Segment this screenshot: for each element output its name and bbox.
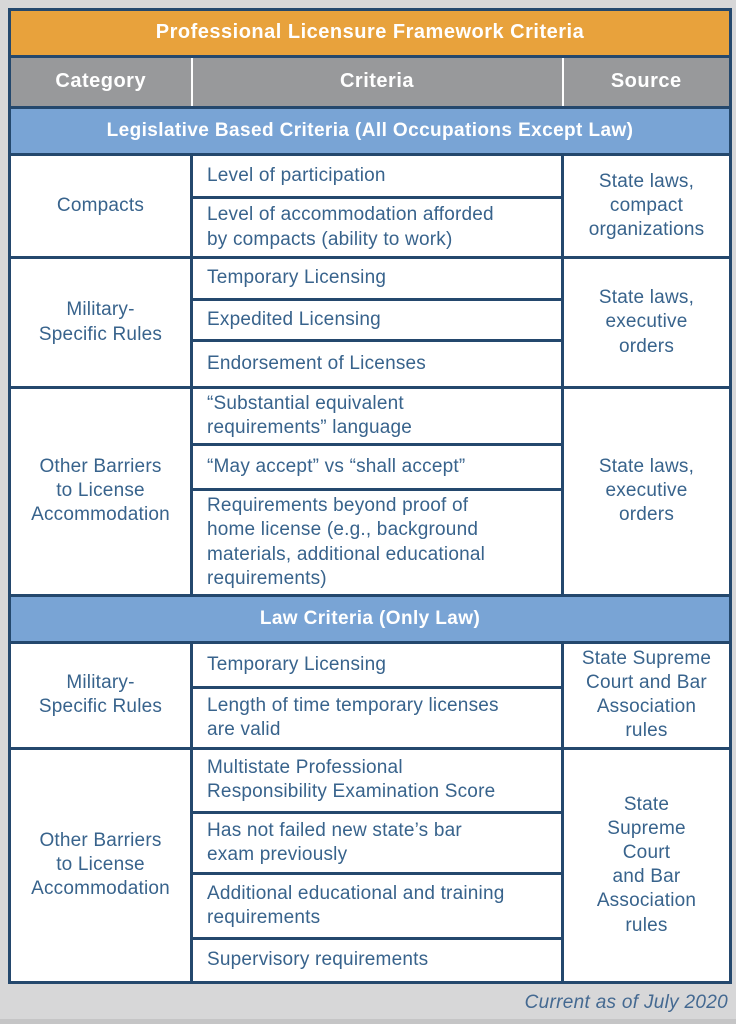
criteria-cell: Additional educational and training requ…	[190, 871, 564, 940]
table-row: Has not failed new state’s bar exam prev…	[10, 810, 731, 875]
criteria-cell: Level of participation	[190, 153, 564, 199]
licensure-framework-table: Professional Licensure Framework Criteri…	[8, 8, 732, 984]
criteria-cell: Requirements beyond proof of home licens…	[190, 488, 564, 597]
page-bottom-edge	[0, 1019, 736, 1024]
table-row: Additional educational and training requ…	[10, 871, 731, 940]
column-header-category: Category	[8, 55, 193, 109]
category-cell-military-specific-rules: Military- Specific Rules	[8, 640, 193, 750]
category-cell-other-barriers: Other Barriers to License Accommodation	[8, 386, 193, 597]
criteria-cell: Multistate Professional Responsibility E…	[190, 746, 564, 814]
source-cell: State laws, compact organizations	[561, 153, 732, 259]
category-cell-other-barriers: Other Barriers to License Accommodation	[8, 746, 193, 984]
column-header-criteria: Criteria	[190, 55, 564, 109]
table-row: Length of time temporary licenses are va…	[10, 685, 731, 750]
table-row: Expedited Licensing	[10, 298, 731, 342]
section-band-legislative: Legislative Based Criteria (All Occupati…	[8, 106, 732, 156]
table-row: Endorsement of Licenses	[10, 339, 731, 389]
criteria-cell: Temporary Licensing	[190, 640, 564, 689]
criteria-cell: Endorsement of Licenses	[190, 339, 564, 389]
table-row: Military- Specific Rules Temporary Licen…	[8, 256, 732, 389]
criteria-cell: “Substantial equivalent requirements” la…	[190, 385, 564, 447]
table-row: Requirements beyond proof of home licens…	[10, 488, 731, 597]
criteria-cell: Supervisory requirements	[190, 936, 564, 984]
source-cell: State Supreme Court and Bar Association …	[561, 746, 732, 984]
table-row: Other Barriers to License Accommodation …	[8, 385, 732, 597]
criteria-cell: “May accept” vs “shall accept”	[190, 443, 564, 492]
table-title: Professional Licensure Framework Criteri…	[8, 8, 732, 58]
section-band-law: Law Criteria (Only Law)	[8, 593, 732, 644]
criteria-cell: Length of time temporary licenses are va…	[190, 685, 564, 750]
column-header-source: Source	[561, 55, 732, 109]
source-cell: State laws, executive orders	[561, 256, 732, 389]
column-header-row: Category Criteria Source	[8, 55, 732, 109]
criteria-cell: Expedited Licensing	[190, 298, 564, 342]
source-cell: State Supreme Court and Bar Association …	[561, 640, 732, 750]
footer-note: Current as of July 2020	[524, 992, 728, 1013]
source-cell: State laws, executive orders	[561, 386, 732, 597]
criteria-cell: Has not failed new state’s bar exam prev…	[190, 810, 564, 875]
table-row: Compacts Level of participation State la…	[8, 153, 732, 259]
title-row: Professional Licensure Framework Criteri…	[8, 8, 732, 58]
section-band-row: Law Criteria (Only Law)	[8, 593, 732, 644]
section-band-row: Legislative Based Criteria (All Occupati…	[8, 106, 732, 156]
category-cell-military-specific-rules: Military- Specific Rules	[8, 256, 193, 389]
table-row: Level of accommodation afforded by compa…	[10, 196, 731, 259]
category-cell-compacts: Compacts	[8, 153, 193, 259]
table-row: “May accept” vs “shall accept”	[10, 443, 731, 492]
table-row: Supervisory requirements	[10, 936, 731, 984]
table-row: Military- Specific Rules Temporary Licen…	[8, 640, 732, 750]
criteria-cell: Temporary Licensing	[190, 256, 564, 301]
criteria-cell: Level of accommodation afforded by compa…	[190, 196, 564, 259]
table-row: Other Barriers to License Accommodation …	[8, 746, 732, 984]
